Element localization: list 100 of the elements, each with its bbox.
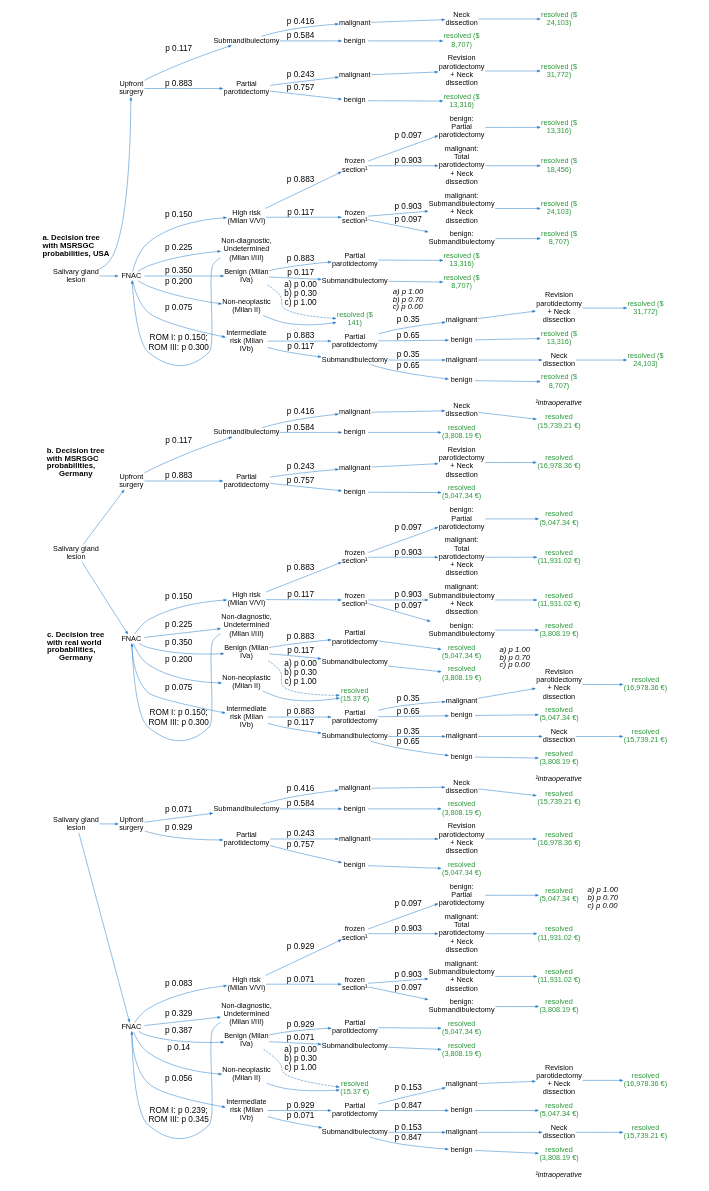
edge-label: p 0.757 bbox=[286, 839, 314, 849]
arrow bbox=[474, 713, 539, 717]
arrow bbox=[269, 90, 342, 101]
edge-label: p 0.65 bbox=[396, 706, 420, 716]
arrow bbox=[266, 347, 321, 358]
edge-label: p 0.243 bbox=[286, 829, 314, 839]
edge-label: p 0.584 bbox=[286, 31, 314, 41]
edge-label: p 0.097 bbox=[393, 131, 422, 141]
arrow bbox=[265, 215, 342, 219]
arrow bbox=[266, 284, 336, 320]
arrow bbox=[367, 807, 441, 811]
edge-label: p 0.097 bbox=[393, 982, 422, 992]
edge-label: p 0.225 bbox=[164, 243, 192, 253]
arrow bbox=[279, 431, 342, 434]
arrow bbox=[494, 598, 537, 602]
edge-label: p 0.416 bbox=[286, 783, 314, 793]
arrow bbox=[387, 735, 446, 738]
edge-label: ROM I: p 0.150; ROM III: p 0.300 bbox=[147, 333, 209, 352]
arrow bbox=[377, 640, 441, 651]
arrow bbox=[268, 276, 321, 281]
arrow bbox=[266, 1116, 322, 1129]
arrow bbox=[484, 556, 537, 559]
arrow bbox=[131, 643, 225, 714]
arrow bbox=[134, 984, 227, 1023]
edge-label: p 0.150 bbox=[164, 592, 192, 602]
edge-label: p 0.329 bbox=[164, 1009, 192, 1019]
arrow bbox=[367, 39, 443, 43]
edge-label: p 0.097 bbox=[393, 899, 422, 909]
edge-label: p 0.117 bbox=[286, 341, 314, 351]
edge-label: p 0.883 bbox=[286, 562, 314, 572]
arrow bbox=[367, 598, 428, 602]
arrow bbox=[581, 1079, 623, 1082]
arrow bbox=[477, 1080, 536, 1084]
edge-label: p 0.903 bbox=[393, 156, 422, 166]
edge-label: p 0.387 bbox=[164, 1026, 192, 1036]
arrow bbox=[484, 461, 537, 464]
arrow bbox=[143, 87, 223, 90]
arrow bbox=[268, 260, 331, 271]
edge-label: p 0.225 bbox=[164, 620, 192, 630]
arrow bbox=[261, 413, 339, 429]
arrow bbox=[477, 358, 542, 362]
arrow bbox=[387, 1047, 441, 1051]
arrow bbox=[269, 468, 339, 478]
edge-label: p 0.584 bbox=[286, 799, 314, 809]
edge-label: p 0.903 bbox=[393, 924, 422, 934]
arrow bbox=[266, 1083, 340, 1092]
arrow bbox=[260, 22, 339, 37]
arrow bbox=[575, 1131, 623, 1134]
edge-label: p 0.097 bbox=[393, 601, 422, 611]
arrow bbox=[264, 171, 341, 209]
edge-label: p 0.883 bbox=[286, 253, 314, 263]
arrow bbox=[477, 788, 537, 797]
arrow bbox=[130, 633, 221, 741]
arrow bbox=[367, 164, 438, 167]
arrow bbox=[581, 683, 623, 686]
edge-label: p 0.903 bbox=[393, 590, 422, 600]
edge-label: p 0.083 bbox=[164, 978, 192, 988]
edge-label: p 0.929 bbox=[286, 942, 314, 952]
arrow bbox=[133, 598, 227, 635]
arrow bbox=[494, 975, 537, 978]
arrow bbox=[377, 1026, 441, 1030]
arrow bbox=[377, 1109, 449, 1112]
arrow bbox=[484, 932, 537, 935]
edge-label: p 0.075 bbox=[164, 302, 192, 312]
arrow bbox=[264, 939, 342, 976]
edge-label: p 0.903 bbox=[393, 547, 422, 557]
edge-label: p 0.097 bbox=[393, 522, 422, 532]
arrow bbox=[370, 837, 438, 841]
label: c. Decision tree with real world probabilities, Germany bbox=[46, 629, 104, 663]
arrow bbox=[143, 45, 232, 81]
edge-label: p 0.35 bbox=[396, 693, 420, 703]
edge-label: ROM I: p 0.239; ROM III: p 0.345 bbox=[147, 1106, 209, 1125]
arrow bbox=[477, 310, 536, 319]
arrow bbox=[82, 489, 124, 545]
arrow bbox=[377, 259, 443, 262]
arrow bbox=[267, 660, 340, 697]
edge-label: p 0.65 bbox=[396, 360, 420, 370]
arrow bbox=[138, 1031, 224, 1044]
edge-label: p 0.200 bbox=[164, 654, 192, 664]
edge-label: p 0.243 bbox=[286, 462, 314, 472]
arrow bbox=[98, 822, 118, 826]
edge-label: p 0.117 bbox=[164, 44, 192, 54]
edge-label: p 0.883 bbox=[164, 471, 192, 481]
edge-label: p 0.929 bbox=[164, 822, 192, 832]
edge-label: p 0.883 bbox=[286, 707, 314, 717]
arrow bbox=[581, 306, 627, 310]
edge-label: a) p 0.00 b) p 0.30 c) p 1.00 bbox=[283, 658, 317, 687]
arrow bbox=[477, 735, 542, 738]
arrow bbox=[132, 1031, 222, 1076]
edge-label: p 0.903 bbox=[393, 202, 422, 212]
arrow bbox=[98, 274, 118, 278]
arrow bbox=[266, 1109, 331, 1112]
edge-label: p 0.153 bbox=[393, 1122, 422, 1132]
arrow bbox=[262, 1049, 340, 1088]
edge-label: p 0.150 bbox=[164, 210, 192, 220]
edge-label: p 0.117 bbox=[286, 590, 314, 600]
arrow bbox=[137, 280, 222, 305]
arrow bbox=[367, 932, 438, 935]
arrow bbox=[474, 380, 540, 383]
arrow bbox=[484, 517, 539, 521]
